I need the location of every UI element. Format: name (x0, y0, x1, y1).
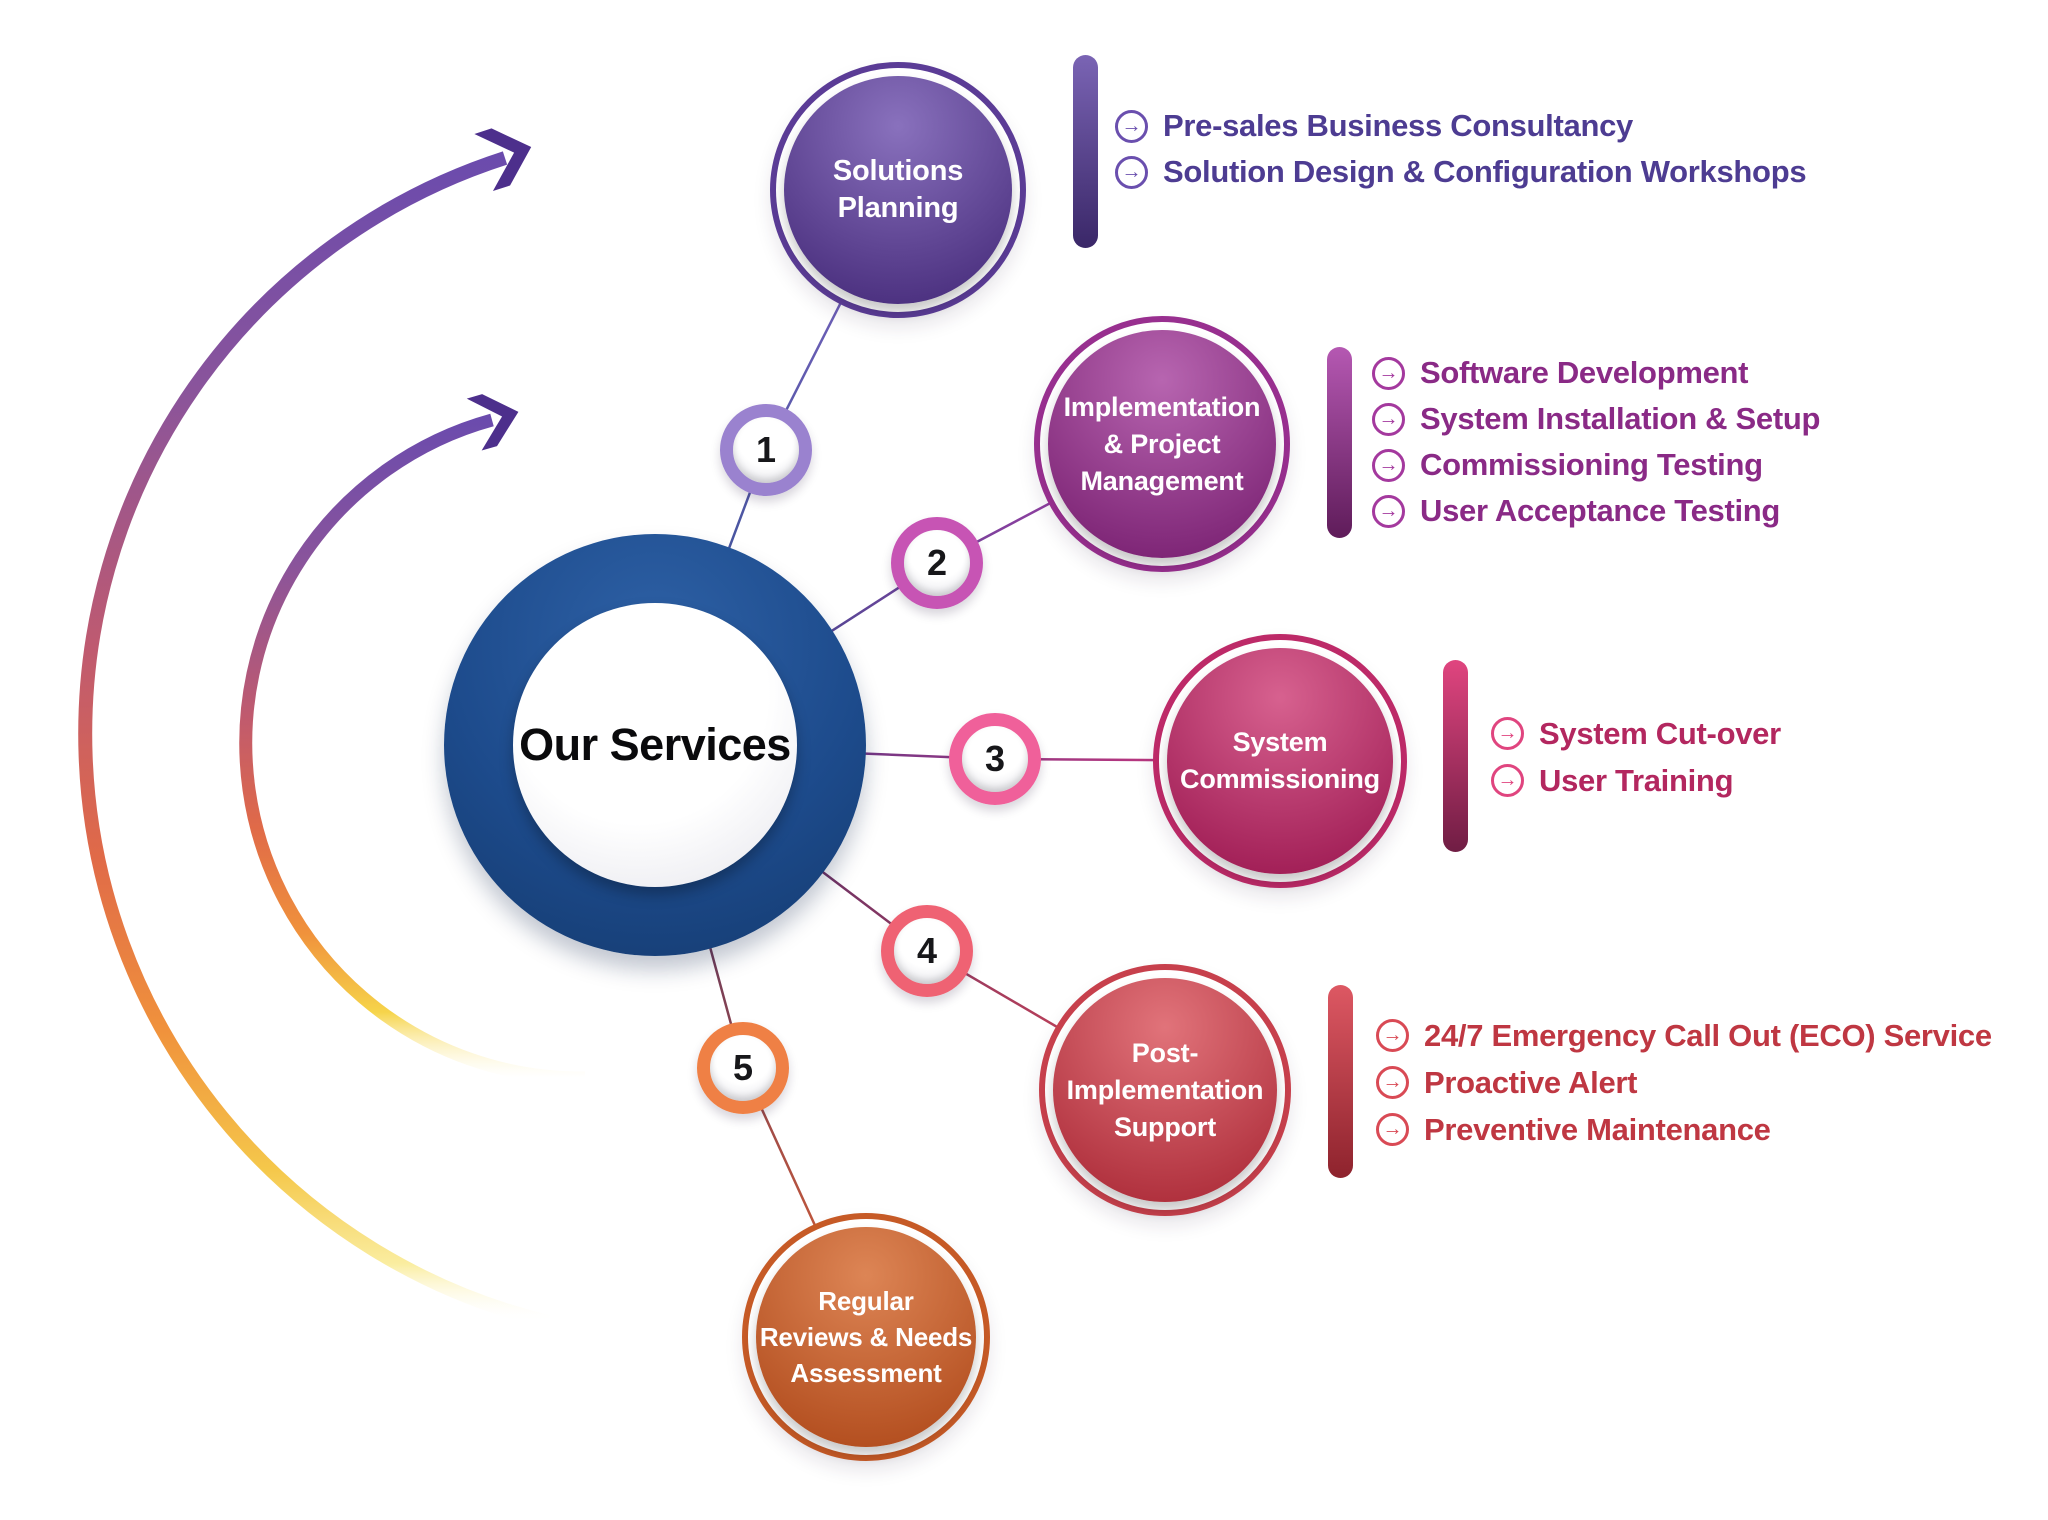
list-item: → Pre-sales Business Consultancy (1115, 103, 1806, 149)
arrow-bullet-icon: → (1376, 1113, 1409, 1146)
node-fill: Regular Reviews & Needs Assessment (756, 1227, 976, 1447)
node-system-commissioning: System Commissioning (1153, 634, 1407, 888)
bullet-list-1: → Pre-sales Business Consultancy → Solut… (1115, 103, 1807, 195)
list-item: → Solution Design & Configuration Worksh… (1115, 149, 1807, 195)
node-fill: Solutions Planning (784, 76, 1012, 304)
node-fill: Post- Implementation Support (1053, 978, 1277, 1202)
node-label: Regular Reviews & Needs Assessment (759, 1286, 973, 1388)
bullet-list-3: → System Cut-over → User Training (1491, 710, 1781, 804)
list-item-text: System Installation & Setup (1420, 401, 1821, 436)
node-post-implementation-support: Post- Implementation Support (1039, 964, 1291, 1216)
accent-bar-3 (1443, 660, 1468, 852)
arrow-bullet-icon: → (1372, 494, 1405, 528)
node-label: Post- Implementation Support (1066, 1037, 1264, 1142)
arrow-bullet-icon: → (1376, 1019, 1409, 1052)
list-item-text: User Training (1539, 762, 1734, 798)
node-label: System Commissioning (1180, 727, 1380, 794)
node-regular-reviews-needs-assessment: Regular Reviews & Needs Assessment (742, 1213, 990, 1461)
accent-bar-2 (1327, 347, 1352, 538)
accent-bar-1 (1073, 55, 1098, 248)
node-label: Implementation & Project Management (1063, 391, 1261, 496)
list-item: → Preventive Maintenance (1376, 1106, 1992, 1153)
list-item: → Software Development (1372, 350, 1820, 396)
list-item: → System Installation & Setup (1372, 396, 1820, 442)
node-solutions-planning: Solutions Planning (770, 62, 1026, 318)
node-fill: Implementation & Project Management (1048, 330, 1276, 558)
curved-arrow-outer (78, 151, 550, 1329)
list-item: → Proactive Alert (1376, 1059, 1992, 1106)
arrow-bullet-icon: → (1115, 109, 1148, 143)
list-item-text: Software Development (1420, 355, 1749, 390)
list-item: → Commissioning Testing (1372, 442, 1820, 488)
arrow-bullet-icon: → (1372, 356, 1405, 390)
arrow-bullet-icon: → (1376, 1066, 1409, 1099)
arrow-bullet-icon: → (1372, 448, 1405, 482)
list-item: → System Cut-over (1491, 710, 1781, 757)
list-item-text: System Cut-over (1539, 715, 1781, 751)
list-item-text: Commissioning Testing (1420, 447, 1763, 482)
step-number: 5 (732, 1047, 754, 1088)
step-number: 1 (755, 429, 777, 470)
list-item-text: Solution Design & Configuration Workshop… (1163, 154, 1807, 189)
center-node-inner: Our Services (513, 603, 797, 887)
accent-bar-4 (1328, 985, 1353, 1178)
arrow-bullet-icon: → (1491, 764, 1524, 797)
step-number: 2 (926, 542, 948, 583)
center-label: Our Services (519, 719, 791, 770)
step-badge-1: 1 (720, 404, 812, 496)
list-item-text: Proactive Alert (1424, 1064, 1638, 1100)
arrow-bullet-icon: → (1115, 155, 1148, 189)
step-number: 3 (984, 738, 1006, 779)
node-implementation-project-management: Implementation & Project Management (1034, 316, 1290, 572)
list-item: → User Training (1491, 757, 1781, 804)
step-number: 4 (916, 930, 938, 971)
list-item-text: Preventive Maintenance (1424, 1111, 1771, 1147)
step-badge-2: 2 (891, 517, 983, 609)
node-fill: System Commissioning (1167, 648, 1393, 874)
arrow-bullet-icon: → (1372, 402, 1405, 436)
center-node: Our Services (444, 534, 866, 956)
step-badge-5: 5 (697, 1022, 789, 1114)
step-badge-4: 4 (881, 905, 973, 997)
arrowhead-outer-icon (474, 128, 532, 192)
list-item: → 24/7 Emergency Call Out (ECO) Service (1376, 1012, 1992, 1059)
arrowhead-inner-icon (466, 394, 519, 451)
step-badge-3: 3 (949, 713, 1041, 805)
bullet-list-4: → 24/7 Emergency Call Out (ECO) Service … (1376, 1012, 1992, 1153)
list-item-text: Pre-sales Business Consultancy (1163, 108, 1633, 143)
list-item: → User Acceptance Testing (1372, 488, 1820, 534)
node-label: Solutions Planning (832, 155, 964, 224)
list-item-text: 24/7 Emergency Call Out (ECO) Service (1424, 1017, 1992, 1053)
list-item-text: User Acceptance Testing (1420, 493, 1781, 528)
bullet-list-2: → Software Development → System Installa… (1372, 350, 1820, 534)
arrow-bullet-icon: → (1491, 717, 1524, 750)
curved-arrow-inner (239, 413, 586, 1085)
